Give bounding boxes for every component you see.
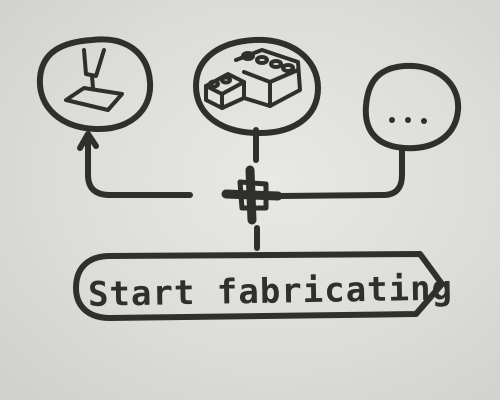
add-icon[interactable] — [221, 165, 283, 225]
laser-option-circle[interactable] — [36, 36, 154, 133]
connector-lines — [77, 127, 405, 251]
start-fabricating-button-outline[interactable] — [73, 251, 445, 321]
connector-right — [277, 147, 405, 199]
option-more[interactable] — [362, 62, 462, 152]
lego-bricks-icon — [204, 48, 302, 110]
laser-cutter-icon — [64, 48, 124, 112]
more-option-circle[interactable] — [362, 62, 462, 152]
lego-option-circle[interactable] — [193, 36, 321, 137]
connector-left — [85, 135, 193, 198]
more-options-icon — [389, 117, 427, 124]
option-laser-cutter[interactable] — [36, 36, 154, 133]
option-lego-bricks[interactable] — [193, 36, 321, 137]
start-fabricating-button-label[interactable]: Start fabricating — [87, 268, 454, 315]
connector-left-arrowhead — [77, 131, 99, 151]
